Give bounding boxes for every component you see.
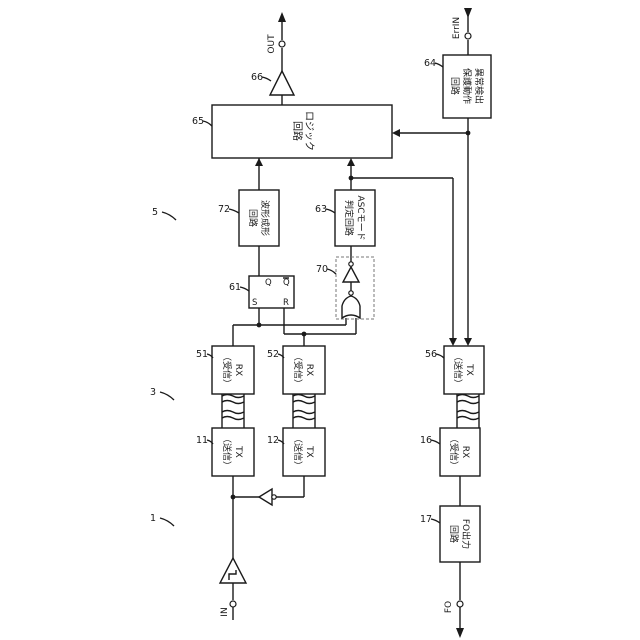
out-terminal <box>279 41 285 47</box>
errin-terminal <box>465 33 471 39</box>
ref-72: 72 <box>218 204 230 215</box>
fo-out-label-2: 回路 <box>448 525 460 543</box>
ref-70: 70 <box>316 264 328 275</box>
inverter <box>259 489 276 505</box>
logic-label-1: ロジック <box>303 111 315 151</box>
transformer-a <box>222 395 244 420</box>
asc-label-1: ASCモード <box>355 195 365 240</box>
tx56-label-2: （送信） <box>452 352 464 388</box>
tx12-block <box>283 428 325 476</box>
ref-66: 66 <box>251 72 263 83</box>
logic-label-2: 回路 <box>291 121 304 141</box>
tx56-label-1: TX <box>464 363 474 376</box>
rx52-label-2: （受信） <box>292 352 304 388</box>
fault-label-2: 保護動作 <box>461 68 473 104</box>
ref-5: 5 <box>152 207 158 218</box>
waveform-shaping-block <box>239 190 279 246</box>
rx16-block <box>440 428 480 476</box>
ref-16: 16 <box>420 435 432 446</box>
ref-1: 1 <box>150 513 156 524</box>
fault-label-1: 異常検出 <box>473 68 485 104</box>
tx11-label-1: TX <box>233 445 243 458</box>
rx52-label-1: RX <box>304 364 314 376</box>
output-buffer <box>270 71 294 95</box>
fo-out-label-1: FO出力 <box>460 519 472 549</box>
rx51-label-2: （受信） <box>221 352 233 388</box>
in-terminal <box>230 601 236 607</box>
input-buffer <box>220 558 246 583</box>
errin-label: ErrIN <box>452 17 462 39</box>
fo-label: FO <box>444 601 454 613</box>
tx11-block <box>212 428 254 476</box>
rx52-block <box>283 346 325 394</box>
ff-pin-r: R <box>283 298 289 308</box>
ref-12: 12 <box>267 435 279 446</box>
ff-pin-qbar: Q <box>283 278 290 288</box>
ref-64: 64 <box>424 58 436 69</box>
fault-label-3: 回路 <box>449 77 461 95</box>
rx16-label-2: （受信） <box>448 434 460 470</box>
rx51-block <box>212 346 254 394</box>
tx56-block <box>444 346 484 394</box>
ref-3: 3 <box>150 387 156 398</box>
not-gate <box>343 262 359 282</box>
ref-52: 52 <box>267 349 279 360</box>
tx11-label-2: （送信） <box>221 434 233 470</box>
rx51-label-1: RX <box>233 364 243 376</box>
coupling-transformers <box>222 395 479 420</box>
ref-17: 17 <box>420 514 432 525</box>
ref-63: 63 <box>315 204 327 215</box>
transformer-b <box>293 395 315 420</box>
fo-output-block <box>440 506 480 562</box>
ref-61: 61 <box>229 282 241 293</box>
ref-51: 51 <box>196 349 208 360</box>
nor-gate <box>342 291 360 318</box>
asc-mode-block <box>335 190 375 246</box>
fo-terminal <box>457 601 463 607</box>
out-label: OUT <box>267 34 277 54</box>
tx12-label-2: （送信） <box>292 434 304 470</box>
rx16-label-1: RX <box>460 446 470 458</box>
ff-pin-s: S <box>252 298 257 308</box>
transformer-c <box>457 395 479 420</box>
ff-pin-q: Q <box>265 278 272 288</box>
in-label: IN <box>220 607 230 616</box>
ref-56: 56 <box>425 349 437 360</box>
waveform-label-1: 波形成形 <box>259 200 271 236</box>
tx12-label-1: TX <box>304 445 314 458</box>
ref-65: 65 <box>192 116 204 127</box>
ref-11: 11 <box>196 435 208 446</box>
asc-label-2: 判定回路 <box>343 200 355 236</box>
waveform-label-2: 回路 <box>247 209 259 227</box>
